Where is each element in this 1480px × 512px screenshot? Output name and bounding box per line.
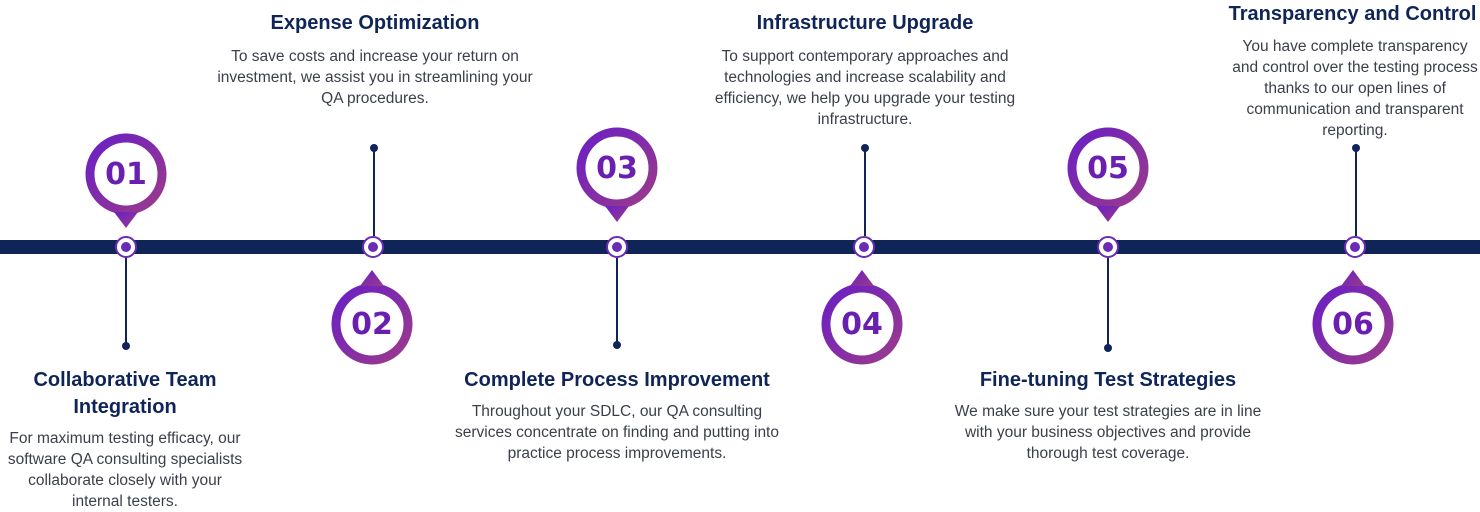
step-title: Complete Process Improvement — [464, 369, 770, 391]
connector-dot — [1104, 344, 1112, 352]
map-pin-icon — [1312, 270, 1394, 365]
step-marker-06: 06 — [1311, 266, 1395, 366]
step-marker-01: 01 — [84, 132, 168, 232]
step-title: Collaborative Team Integration — [33, 369, 217, 418]
timeline-node — [115, 236, 137, 258]
connector-line — [864, 150, 866, 236]
timeline-node — [606, 236, 628, 258]
map-pin-icon — [576, 127, 658, 222]
timeline-bar — [0, 240, 1480, 254]
timeline-node — [362, 236, 384, 258]
connector-dot — [861, 144, 869, 152]
timeline-node — [1097, 236, 1119, 258]
step-marker-03: 03 — [575, 126, 659, 226]
timeline-node — [1344, 236, 1366, 258]
step-number: 01 — [105, 156, 147, 192]
step-number: 06 — [1332, 306, 1374, 342]
map-pin-icon — [821, 270, 903, 365]
map-pin-icon — [331, 270, 413, 365]
connector-line — [1107, 258, 1109, 346]
step-title: Fine-tuning Test Strategies — [979, 369, 1237, 391]
timeline-node — [853, 236, 875, 258]
connector-line — [1355, 150, 1357, 236]
step-number: 05 — [1087, 150, 1129, 186]
step-marker-05: 05 — [1066, 126, 1150, 226]
step-marker-04: 04 — [820, 266, 904, 366]
step-number: 04 — [841, 306, 883, 342]
step-marker-02: 02 — [330, 266, 414, 366]
connector-dot — [613, 341, 621, 349]
connector-dot — [1352, 144, 1360, 152]
step-description: Throughout your SDLC, our QA consulting … — [455, 403, 779, 462]
connector-line — [125, 258, 127, 344]
step-description: To save costs and increase your return o… — [217, 48, 533, 107]
step-number: 02 — [351, 306, 393, 342]
connector-dot — [122, 342, 130, 350]
step-description: For maximum testing efficacy, our softwa… — [7, 430, 243, 510]
step-description: You have complete transparency and contr… — [1232, 38, 1478, 139]
connector-line — [373, 150, 375, 236]
connector-line — [616, 258, 618, 344]
step-title: Infrastructure Upgrade — [756, 12, 974, 34]
connector-dot — [370, 144, 378, 152]
step-description: We make sure your test strategies are in… — [954, 403, 1262, 462]
step-description: To support contemporary approaches and t… — [714, 48, 1016, 128]
step-title: Expense Optimization — [270, 12, 480, 34]
step-title: Transparency and Control — [1228, 3, 1477, 25]
step-number: 03 — [596, 150, 638, 186]
map-pin-icon — [1067, 127, 1149, 222]
map-pin-icon — [85, 133, 167, 228]
